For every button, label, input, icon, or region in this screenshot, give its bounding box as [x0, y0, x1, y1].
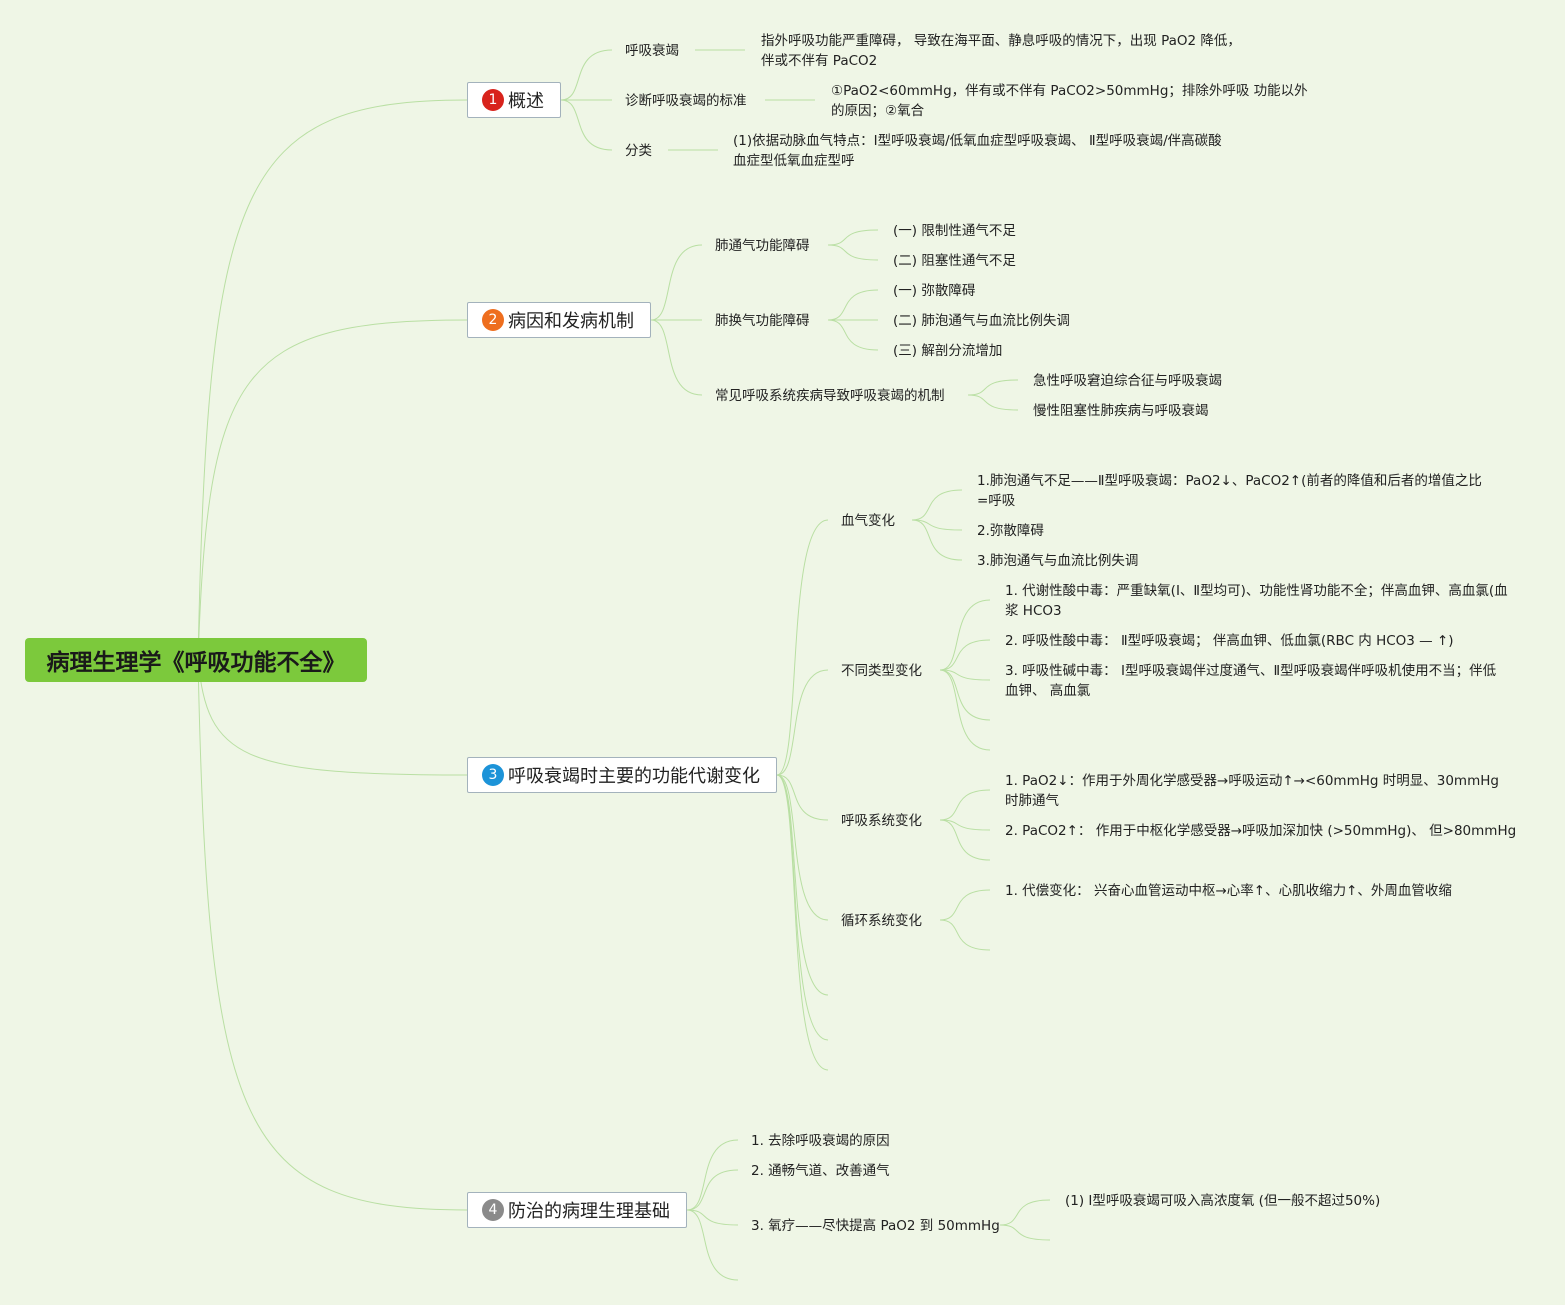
number-badge-4: 4	[482, 1199, 504, 1221]
connector-12	[650, 319, 703, 396]
connector-13	[827, 229, 879, 246]
subtopic-circulatory-changes[interactable]: 循环系统变化	[841, 913, 922, 929]
definition-text[interactable]: 指外呼吸功能严重障碍， 导致在海平面、静息呼吸的情况下，出现 PaO2 降低，伴…	[761, 33, 1241, 69]
leaf-alveolar-hypoventilation[interactable]: 1.肺泡通气不足——Ⅱ型呼吸衰竭：PaO2↓、PaCO2↑(前者的降值和后者的增…	[977, 473, 1482, 509]
connector-23	[776, 774, 829, 921]
connector-1	[197, 319, 468, 661]
topic-treatment-label: 防治的病理生理基础	[508, 1201, 670, 1222]
subtopic-blood-gas-changes[interactable]: 血气变化	[841, 513, 895, 529]
connector-19	[967, 394, 1019, 411]
leaf-metabolic-acidosis[interactable]: 1. 代谢性酸中毒：严重缺氧(Ⅰ、Ⅱ型均可)、功能性肾功能不全；伴高血钾、高血氯…	[1005, 583, 1508, 619]
connector-44	[999, 1199, 1051, 1226]
connector-10	[650, 244, 703, 321]
leaf-paco2-effect[interactable]: 2. PaCO2↑： 作用于中枢化学感受器→呼吸加深加快 (>50mmHg)、 …	[1005, 823, 1517, 839]
topic-metabolic-changes-label: 呼吸衰竭时主要的功能代谢变化	[508, 766, 760, 787]
connector-0	[197, 99, 468, 661]
leaf-compensatory-changes[interactable]: 1. 代偿变化： 兴奋心血管运动中枢→心率↑、心肌收缩力↑、外周血管收缩	[1005, 883, 1452, 899]
subtopic-ventilation-disorder[interactable]: 肺通气功能障碍	[715, 238, 810, 254]
topic-overview-label: 概述	[508, 91, 544, 112]
subtopic-clear-airway[interactable]: 2. 通畅气道、改善通气	[751, 1163, 890, 1179]
connector-34	[939, 669, 991, 751]
connector-27	[911, 489, 963, 521]
leaf-respiratory-alkalosis[interactable]: 3. 呼吸性碱中毒： Ⅰ型呼吸衰竭伴过度通气、Ⅱ型呼吸衰竭伴呼吸机使用不当；伴低…	[1005, 663, 1497, 699]
leaf-diffusion-impairment[interactable]: (一) 弥散障碍	[893, 283, 976, 299]
root-topic[interactable]: 病理生理学《呼吸功能不全》	[25, 638, 367, 682]
connector-22	[776, 774, 829, 821]
connector-20	[776, 519, 829, 776]
leaf-anatomic-shunt[interactable]: (三) 解剖分流增加	[893, 343, 1003, 359]
subtopic-gas-exchange-disorder[interactable]: 肺换气功能障碍	[715, 313, 810, 329]
connector-29	[911, 519, 963, 561]
subtopic-diagnostic-criteria[interactable]: 诊断呼吸衰竭的标准	[625, 93, 747, 109]
connector-33	[939, 669, 991, 721]
number-badge-2: 2	[482, 309, 504, 331]
classification-text[interactable]: (1)依据动脉血气特点：Ⅰ型呼吸衰竭/低氧血症型呼吸衰竭、 Ⅱ型呼吸衰竭/伴高碳…	[733, 133, 1222, 169]
connector-40	[686, 1139, 739, 1211]
topic-overview[interactable]: 1 概述	[467, 82, 561, 118]
connector-4	[560, 49, 613, 101]
connector-25	[776, 774, 829, 1041]
subtopic-respiratory-system-changes[interactable]: 呼吸系统变化	[841, 813, 922, 829]
connector-36	[939, 819, 991, 831]
connector-18	[967, 379, 1019, 396]
leaf-pao2-effect[interactable]: 1. PaO2↓：作用于外周化学感受器→呼吸运动↑→<60mmHg 时明显、30…	[1005, 773, 1499, 809]
topic-metabolic-changes[interactable]: 3 呼吸衰竭时主要的功能代谢变化	[467, 757, 777, 793]
connector-30	[939, 599, 991, 671]
connector-14	[827, 244, 879, 261]
criteria-text[interactable]: ①PaO2<60mmHg，伴有或不伴有 PaCO2>50mmHg；排除外呼吸 功…	[831, 83, 1308, 119]
leaf-type1-oxygen[interactable]: (1) Ⅰ型呼吸衰竭可吸入高浓度氧 (但一般不超过50%)	[1065, 1193, 1381, 1209]
connector-32	[939, 669, 991, 681]
connector-2	[197, 659, 468, 776]
leaf-obstructive-hypoventilation[interactable]: (二) 阻塞性通气不足	[893, 253, 1016, 269]
subtopic-classification[interactable]: 分类	[625, 143, 652, 159]
connector-37	[939, 819, 991, 861]
topic-treatment[interactable]: 4 防治的病理生理基础	[467, 1192, 687, 1228]
connector-26	[776, 774, 829, 1071]
connector-41	[686, 1169, 739, 1211]
subtopic-oxygen-therapy[interactable]: 3. 氧疗——尽快提高 PaO2 到 50mmHg	[751, 1218, 1000, 1234]
number-badge-1: 1	[482, 89, 504, 111]
leaf-copd[interactable]: 慢性阻塞性肺疾病与呼吸衰竭	[1033, 403, 1209, 419]
connector-38	[939, 889, 991, 921]
subtopic-acid-base-changes[interactable]: 不同类型变化	[841, 663, 922, 679]
topic-etiology[interactable]: 2 病因和发病机制	[467, 302, 651, 338]
connector-28	[911, 519, 963, 531]
leaf-va-q-mismatch[interactable]: (二) 肺泡通气与血流比例失调	[893, 313, 1070, 329]
subtopic-remove-cause[interactable]: 1. 去除呼吸衰竭的原因	[751, 1133, 890, 1149]
connector-6	[560, 99, 613, 151]
connector-43	[686, 1209, 739, 1281]
leaf-mismatch[interactable]: 3.肺泡通气与血流比例失调	[977, 553, 1139, 569]
connector-35	[939, 789, 991, 821]
connector-17	[827, 319, 879, 351]
leaf-respiratory-acidosis[interactable]: 2. 呼吸性酸中毒： Ⅱ型呼吸衰竭； 伴高血钾、低血氯(RBC 内 HCO3 —…	[1005, 633, 1454, 649]
leaf-diffusion[interactable]: 2.弥散障碍	[977, 523, 1044, 539]
connector-24	[776, 774, 829, 996]
topic-etiology-label: 病因和发病机制	[508, 311, 634, 332]
connector-42	[686, 1209, 739, 1226]
subtopic-respiratory-failure[interactable]: 呼吸衰竭	[625, 43, 679, 59]
leaf-restrictive-hypoventilation[interactable]: (一) 限制性通气不足	[893, 223, 1016, 239]
connector-39	[939, 919, 991, 951]
connector-45	[999, 1224, 1051, 1241]
leaf-ards[interactable]: 急性呼吸窘迫综合征与呼吸衰竭	[1033, 373, 1222, 389]
number-badge-3: 3	[482, 764, 504, 786]
connector-3	[197, 659, 468, 1211]
connector-15	[827, 289, 879, 321]
connector-31	[939, 639, 991, 671]
subtopic-common-disease-mechanisms[interactable]: 常见呼吸系统疾病导致呼吸衰竭的机制	[715, 388, 945, 404]
connector-21	[776, 669, 829, 776]
